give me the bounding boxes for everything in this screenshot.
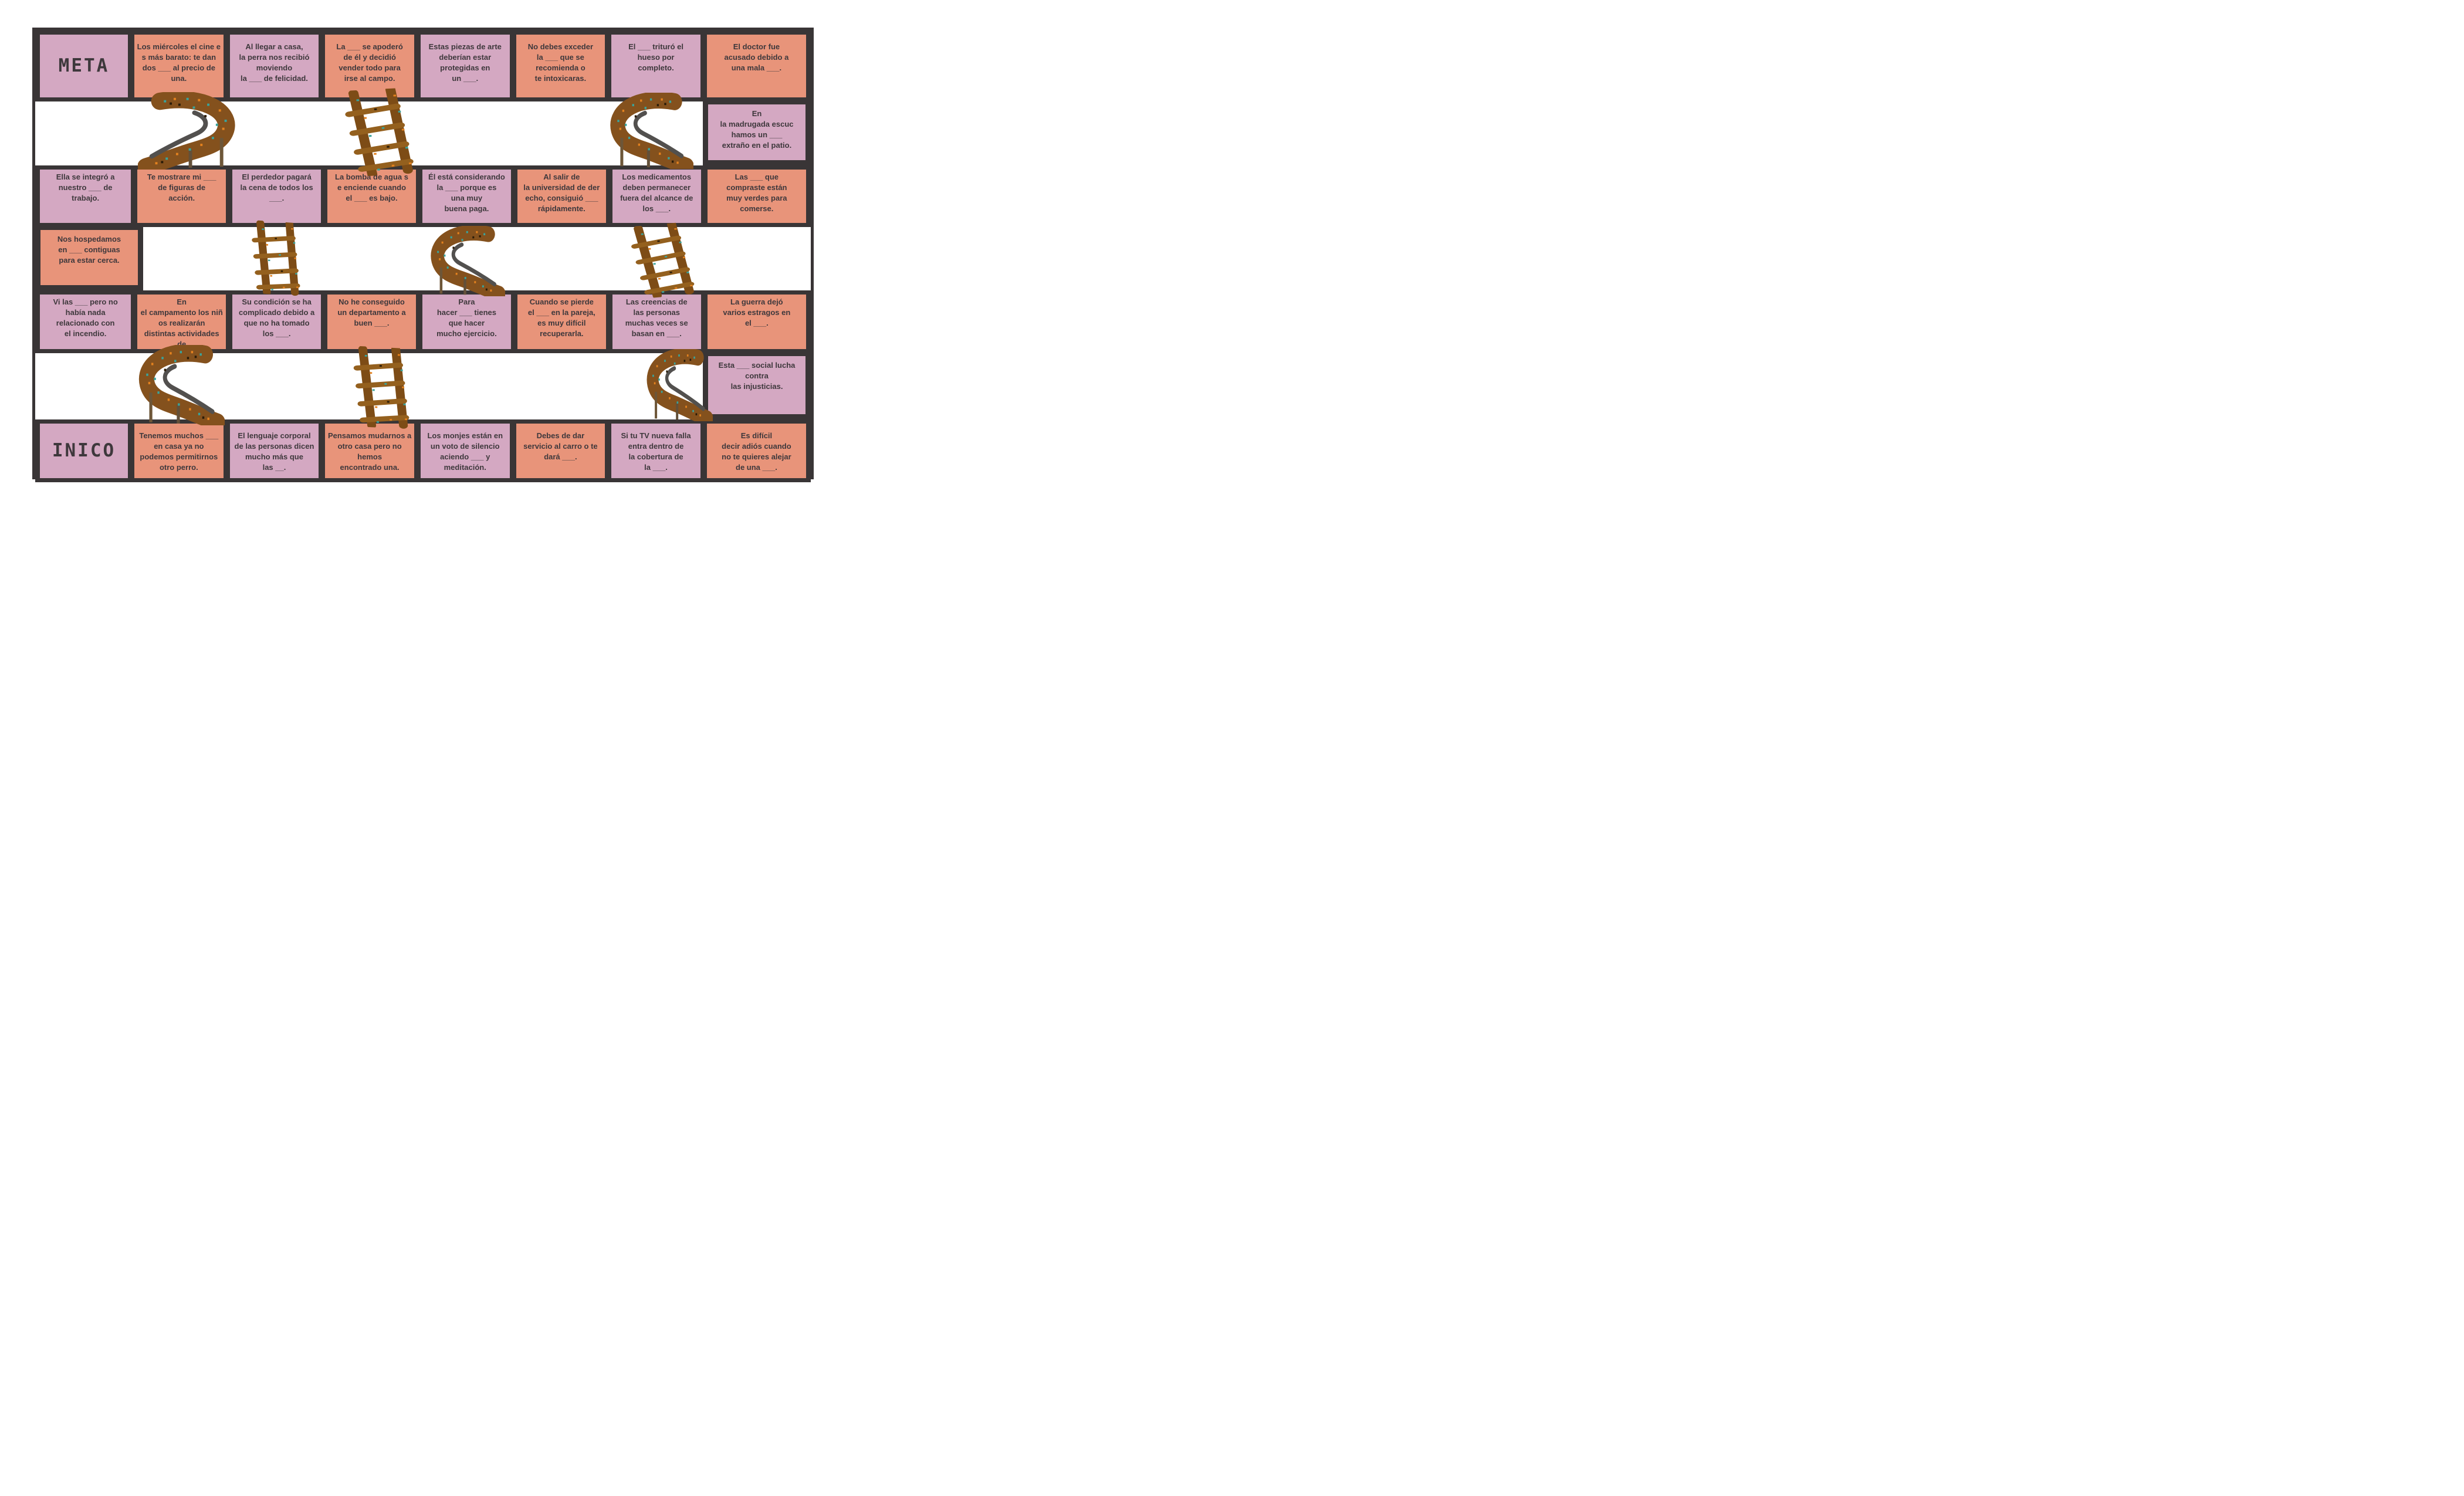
board-cell: El perdedor pagará la cena de todos los … bbox=[232, 170, 321, 223]
connector-right: Esta ___ social lucha contra las injusti… bbox=[703, 353, 811, 419]
board-row-5: Vi las ___ pero no había nada relacionad… bbox=[35, 290, 811, 353]
gap-row-6: Esta ___ social lucha contra las injusti… bbox=[35, 353, 811, 419]
gap-row-4: Nos hospedamos en ___ contiguas para est… bbox=[35, 227, 811, 290]
board-cell: Estas piezas de arte deberían estar prot… bbox=[420, 35, 510, 97]
board-cell: Es difícil decir adiós cuando no te quie… bbox=[706, 424, 806, 478]
connector-left: Nos hospedamos en ___ contiguas para est… bbox=[35, 227, 143, 290]
connector-cell: Esta ___ social lucha contra las injusti… bbox=[708, 356, 805, 414]
board-cell: No he conseguido un departamento a buen … bbox=[327, 295, 416, 349]
board-cell: Los monjes están en un voto de silencio … bbox=[420, 424, 510, 478]
board-cell: Pensamos mudarnos a otro casa pero no he… bbox=[325, 424, 414, 478]
gap-row-2: En la madrugada escuc hamos un ___ extra… bbox=[35, 101, 811, 165]
board-cell: Cuando se pierde el ___ en la pareja, es… bbox=[517, 295, 606, 349]
board-cell: La guerra dejó varios estragos en el ___… bbox=[707, 295, 806, 349]
board-cell: El doctor fue acusado debido a una mala … bbox=[706, 35, 806, 97]
board-cell: En el campamento los niñ os realizarán d… bbox=[137, 295, 226, 349]
board-cell: El ___ trituró el hueso por completo. bbox=[611, 35, 700, 97]
board-row-3: Ella se integró a nuestro ___ de trabajo… bbox=[35, 165, 811, 227]
board-cell: La ___ se apoderó de él y decidió vender… bbox=[325, 35, 414, 97]
board-cell: Él está considerando la ___ porque es un… bbox=[422, 170, 511, 223]
inico-cell: INICO bbox=[40, 424, 128, 478]
connector-cell: Nos hospedamos en ___ contiguas para est… bbox=[40, 230, 138, 285]
board-cell: Los miércoles el cine e s más barato: te… bbox=[134, 35, 224, 97]
board-cell: Te mostrare mi ___ de figuras de acción. bbox=[137, 170, 226, 223]
board-cell: Ella se integró a nuestro ___ de trabajo… bbox=[40, 170, 131, 223]
board-cell: Para hacer ___ tienes que hacer mucho ej… bbox=[422, 295, 511, 349]
connector-right: En la madrugada escuc hamos un ___ extra… bbox=[703, 101, 811, 165]
board-cell: Debes de dar servicio al carro o te dará… bbox=[516, 424, 605, 478]
board-cell: Las ___ que compraste están muy verdes p… bbox=[707, 170, 806, 223]
board-cell: Su condición se ha complicado debido a q… bbox=[232, 295, 321, 349]
board-cell: Al llegar a casa, la perra nos recibió m… bbox=[229, 35, 319, 97]
board-cell: Si tu TV nueva falla entra dentro de la … bbox=[611, 424, 700, 478]
connector-cell: En la madrugada escuc hamos un ___ extra… bbox=[708, 104, 805, 160]
board-cell: Las creencias de las personas muchas vec… bbox=[612, 295, 701, 349]
board-cell: Tenemos muchos ___ en casa ya no podemos… bbox=[134, 424, 224, 478]
board-cell: Los medicamentos deben permanecer fuera … bbox=[612, 170, 701, 223]
board-cell: Al salir de la universidad de der echo, … bbox=[517, 170, 606, 223]
board-cell: La bomba de agua s e enciende cuando el … bbox=[327, 170, 416, 223]
meta-cell: META bbox=[40, 35, 128, 97]
board-cell: El lenguaje corporal de las personas dic… bbox=[229, 424, 319, 478]
board-cell: Vi las ___ pero no había nada relacionad… bbox=[40, 295, 131, 349]
board-cell: No debes exceder la ___ que se recomiend… bbox=[516, 35, 605, 97]
